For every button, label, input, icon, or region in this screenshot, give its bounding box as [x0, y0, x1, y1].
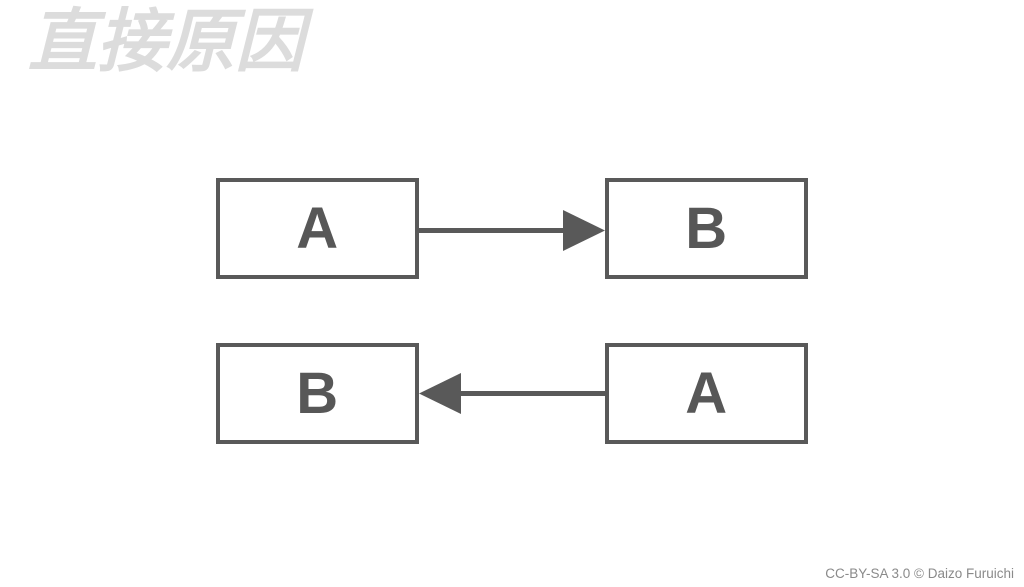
- node-box-b-row1[interactable]: B: [605, 178, 808, 279]
- page-title: 直接原因: [28, 2, 304, 82]
- node-label: B: [685, 195, 728, 261]
- node-box-a-row1[interactable]: A: [216, 178, 419, 279]
- node-box-b-row2[interactable]: A: [605, 343, 808, 444]
- node-label: A: [296, 195, 339, 261]
- arrowhead-right-row1: [563, 210, 605, 251]
- node-label: A: [685, 360, 728, 426]
- arrow-left-row2: [419, 373, 605, 414]
- footer-credit: CC-BY-SA 3.0 © Daizo Furuichi: [825, 566, 1014, 581]
- arrowhead-left-row2: [419, 373, 461, 414]
- node-label: B: [296, 360, 339, 426]
- arrow-right-row1: [419, 210, 605, 251]
- node-box-a-row2[interactable]: B: [216, 343, 419, 444]
